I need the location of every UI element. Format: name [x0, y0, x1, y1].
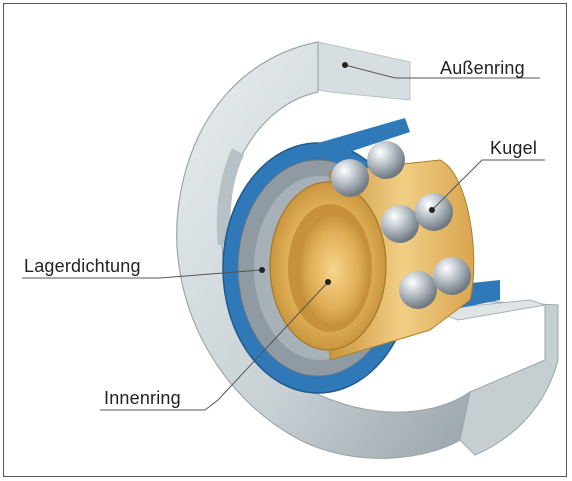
ball-1: [331, 159, 369, 197]
ball-2: [367, 141, 405, 179]
leader-dot-outer-ring: [342, 62, 348, 68]
ball-6: [433, 257, 471, 295]
label-ball: Kugel: [490, 138, 537, 159]
label-seal: Lagerdichtung: [24, 256, 141, 277]
label-inner-ring: Innenring: [104, 388, 181, 409]
label-outer-ring: Außenring: [440, 58, 525, 79]
leader-dot-inner-ring: [325, 279, 331, 285]
ball-3: [381, 205, 419, 243]
ball-5: [399, 271, 437, 309]
leader-dot-seal: [259, 267, 265, 273]
leader-dot-ball: [429, 207, 435, 213]
